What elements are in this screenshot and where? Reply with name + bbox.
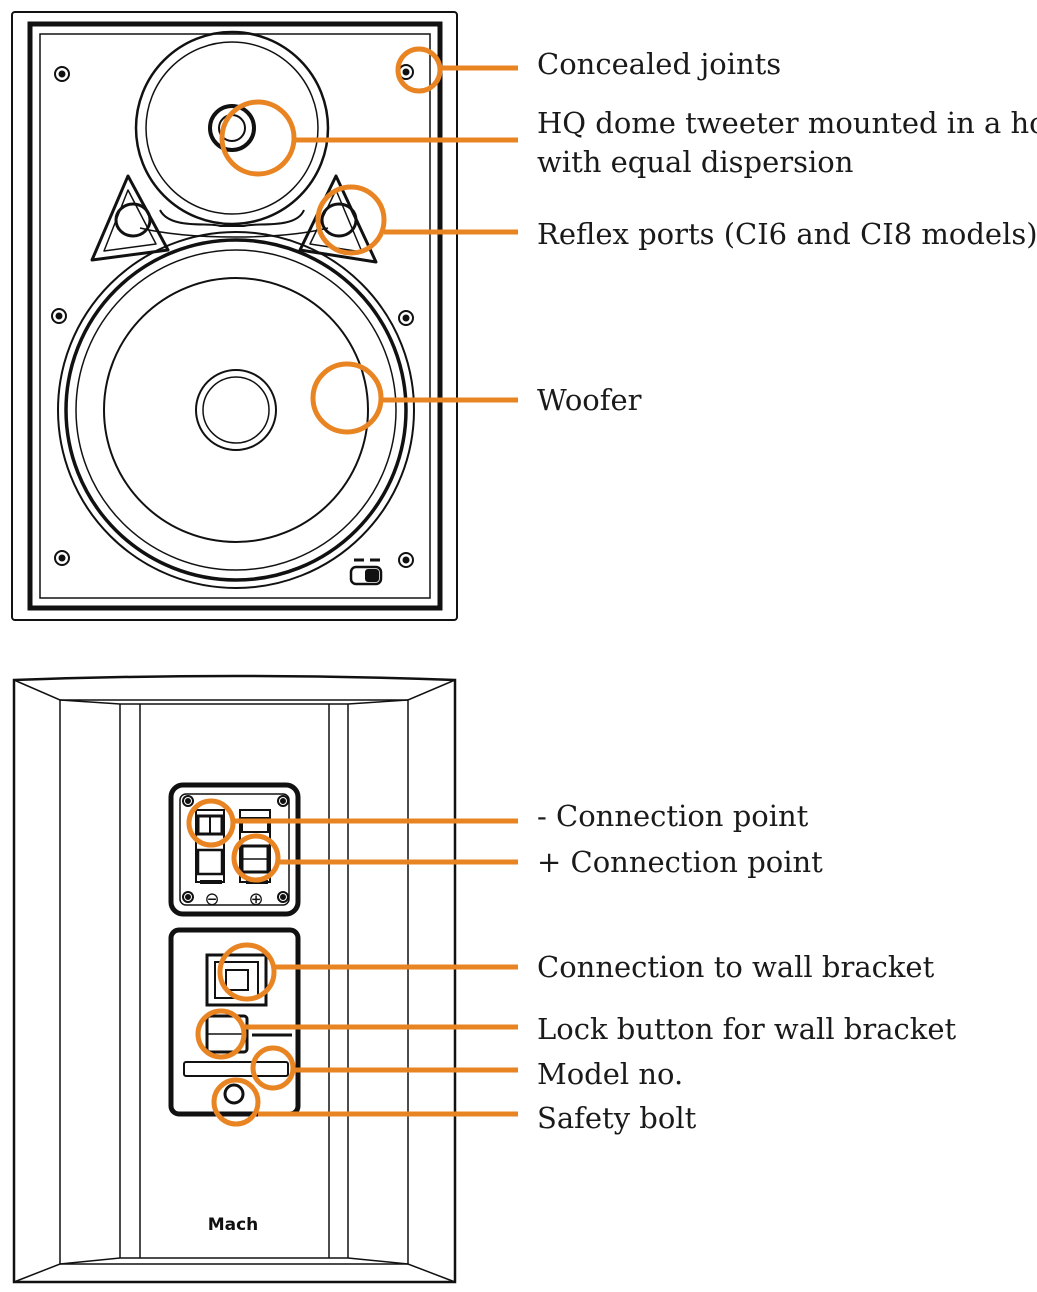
callout-label-wall-bracket-connection: Connection to wall bracket xyxy=(537,950,935,984)
front-baffle-outer xyxy=(27,21,443,611)
brand-logo: Mach xyxy=(208,1215,259,1235)
screw-icon xyxy=(54,550,70,566)
callout-label-safety-bolt: Safety bolt xyxy=(537,1101,697,1135)
highlight-safety-bolt xyxy=(211,1077,261,1127)
safety-bolt-hole xyxy=(223,1083,245,1105)
screw-icon xyxy=(398,552,414,568)
highlight-reflex-port xyxy=(315,184,387,256)
front-screws xyxy=(51,64,414,568)
woofer xyxy=(57,231,415,589)
positive-symbol: ⊕ xyxy=(248,889,263,910)
terminal-plate xyxy=(168,782,301,917)
tweeter-dome xyxy=(208,104,256,152)
callout-label-dome-tweeter-line2: with equal dispersion xyxy=(537,145,853,179)
highlight-dome-tweeter xyxy=(219,99,297,177)
speaker-rear-view xyxy=(12,674,457,1284)
front-baffle-inner xyxy=(39,33,431,599)
bracket-connector xyxy=(205,953,268,1007)
front-callout-highlights xyxy=(219,46,518,435)
screw-icon xyxy=(277,795,289,807)
callout-label-reflex-ports: Reflex ports (CI6 and CI8 models) xyxy=(537,217,1037,251)
tweeter-horn xyxy=(134,30,330,226)
rear-cabinet-outline xyxy=(12,674,457,1284)
screw-icon xyxy=(182,795,194,807)
screw-icon xyxy=(398,310,414,326)
highlight-woofer xyxy=(310,361,384,435)
screw-icon xyxy=(182,891,194,903)
callout-label-negative-connection: - Connection point xyxy=(537,799,809,833)
callout-label-positive-connection: + Connection point xyxy=(537,845,823,879)
callout-label-dome-tweeter: HQ dome tweeter mounted in a horn xyxy=(537,106,1037,140)
front-cabinet-outline xyxy=(11,11,458,621)
highlight-lock-button xyxy=(195,1008,247,1060)
speaker-front-view xyxy=(11,11,458,621)
highlight-wall-bracket-connection xyxy=(217,942,277,1002)
callout-label-lock-button: Lock button for wall bracket xyxy=(537,1012,957,1046)
highlight-positive-connection xyxy=(231,833,281,883)
negative-symbol: ⊖ xyxy=(204,889,219,910)
callout-label-concealed-joints: Concealed joints xyxy=(537,47,781,81)
screw-icon xyxy=(51,308,67,324)
woofer-dust-cap xyxy=(195,369,277,451)
front-switch xyxy=(349,558,383,586)
model-plate xyxy=(183,1061,289,1077)
reflex-port-left xyxy=(90,174,170,262)
horn-bridge xyxy=(159,209,305,227)
wall-bracket-plate xyxy=(168,927,301,1117)
screw-icon xyxy=(277,891,289,903)
screw-icon xyxy=(54,66,70,82)
callout-label-model-number: Model no. xyxy=(537,1057,683,1091)
callout-label-woofer: Woofer xyxy=(537,383,642,417)
rear-callout-highlights xyxy=(186,798,518,1127)
